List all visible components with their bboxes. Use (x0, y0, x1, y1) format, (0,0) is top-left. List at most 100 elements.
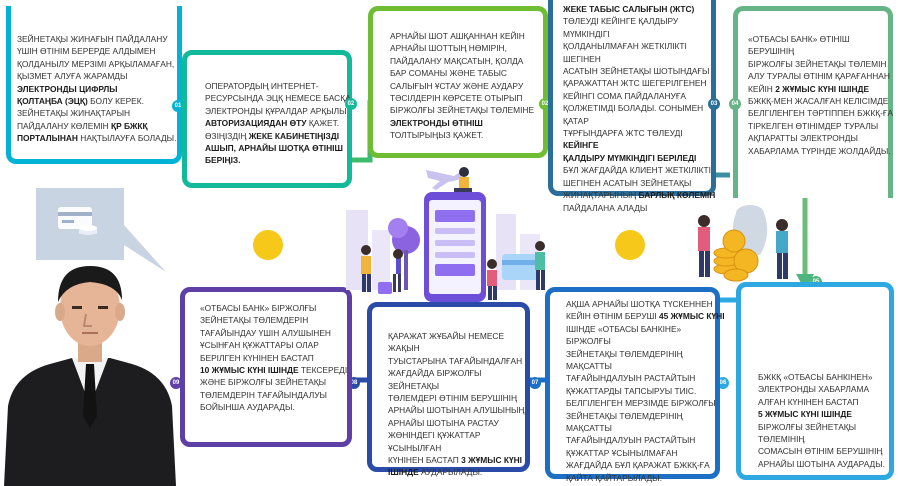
text-segment: ЭЛЕКТРОНДЫ ҚҰРАЛДАР АРҚЫЛЫ (205, 105, 347, 116)
text-segment: АСАТЫН ЗЕЙНЕТАҚЫ ШОТЫНДАҒЫ (563, 66, 710, 77)
step-text-line: ТУЫСТАРЫНА ТАҒАЙЫНДАЛҒАН (388, 355, 533, 367)
step-text-line: ҚАРАЖАТТАН ЖТС ШЕГЕРІЛГЕНЕН (563, 77, 718, 89)
step-text-line: ЗЕЙНЕТАҚЫ ТӨЛЕМДЕРІН (200, 314, 355, 326)
bold-text-segment: ЭЛЕКТРОНДЫ ЦИФРЛЫ (17, 83, 118, 94)
step-text-line: ТӨЛЕУДІ КЕЙІНГЕ ҚАЛДЫРУ МҮМКІНДІГІ (563, 15, 718, 40)
step-text-line: ЗЕЙНЕТАҚЫ ТӨЛЕМДЕРІНІҢ МАҚСАТТЫ (566, 348, 726, 373)
step-text-line: ЖӨНІНДЕГІ ҚҰЖАТТАР ҰСЫНЫЛҒАН (388, 429, 533, 454)
step-text-line: ШЕГІНЕН АСАТЫН ЗЕЙНЕТАҚЫ (563, 177, 718, 189)
step-text-line: БІРЖОЛҒЫ ЗЕЙНЕТАҚЫ ТӨЛЕМІНЕ (390, 104, 545, 116)
text-segment: ТАҒАЙЫНДАУ ҮШІН АЛУШЫНЕН (200, 327, 331, 338)
bold-text-segment: 3 ЖҰМЫС КҮНІ (461, 455, 523, 466)
mobile-app-illustration (346, 167, 545, 302)
text-segment: БОЛУ КЕРЕК. (87, 96, 144, 107)
text-segment: ЗЕЙНЕТАҚЫ ТӨЛЕМДЕРІНІҢ МАҚСАТТЫ (566, 410, 683, 434)
bold-text-segment: КЕЙІНГЕ (563, 140, 599, 151)
step-text-line: АРНАЙЫ ШОТЫНА АУДАРАДЫ. (758, 458, 893, 470)
step-text-line: ҰСЫНҒАН ҚҰЖАТТАРЫ ОЛАР (200, 339, 355, 351)
text-segment: ҚҰЖАТТАР ҰСЫНЫЛМАҒАН (566, 447, 678, 458)
yellow-circle-right (615, 230, 645, 260)
step-6-badge: 06 (717, 377, 729, 389)
text-segment: ҚОЛДАНЫЛУ МЕРЗІМІ АРҚЫЛАМАҒАН, (17, 58, 175, 69)
text-segment: ТӨЛЕМДЕРІН ТАҒАЙЫНДАЛУЫ (200, 389, 327, 400)
step-text-line: ЖЕКЕ ТАБЫС САЛЫҒЫН (ЖТС) (563, 3, 718, 15)
text-segment: ТӘСІЛДЕРІН КӨРСЕТЕ ОТЫРЫП (390, 93, 523, 104)
step-7-badge: 07 (529, 377, 541, 389)
step-text-line: ЖАҒДАЙДА БІРЖОЛҒЫ ЗЕЙНЕТАҚЫ (388, 367, 533, 392)
step-text-line: ЗЕЙНЕТАҚЫ ТӨЛЕМДЕРІНІҢ МАҚСАТТЫ (566, 410, 726, 435)
text-segment: ТӨЛЕУДІ КЕЙІНГЕ ҚАЛДЫРУ МҮМКІНДІГІ (563, 16, 679, 39)
text-segment: ХАБАРЛАМА ТҮРІНДЕ ЖОЛДАЙДЫ. (748, 145, 891, 156)
step-text-line: ТІРКЕЛГЕН ӨТІНІМДЕР ТУРАЛЫ (748, 120, 898, 132)
step-text-line: АРНАЙЫ ШОТ АШҚАННАН КЕЙІН (390, 30, 545, 42)
step-text-line: АҚША АРНАЙЫ ШОТҚА ТҮСКЕННЕН (566, 298, 726, 310)
text-segment: КЕЙІН (748, 83, 776, 94)
text-segment: БАР СОМАНЫ ЖӘНЕ ТАБЫС (390, 68, 507, 79)
step-text-line: АЛУ ТУРАЛЫ ӨТІНІМ ҚАРАҒАННАН (748, 70, 898, 82)
text-segment: АУДАРЫЛАДЫ. (418, 467, 483, 478)
step-text-line: АЛҒАН КҮНІНЕН БАСТАП (758, 396, 893, 408)
text-segment: ІШІНДЕ «ОТБАСЫ БАНКІНЕ» БІРЖОЛҒЫ (566, 323, 682, 347)
text-segment: ҰСЫНҒАН ҚҰЖАТТАРЫ ОЛАР (200, 340, 319, 351)
text-segment: СОМАСЫН ӨТІНІМ БЕРУШІНІҢ (758, 446, 883, 457)
step-text-line: ТӘСІЛДЕРІН КӨРСЕТЕ ОТЫРЫП (390, 92, 545, 104)
bold-text-segment: АШЫП, АРНАЙЫ ШОТҚА ӨТІНІШ (205, 143, 343, 154)
text-segment: НАҚТЫЛАУҒА БОЛАДЫ. (77, 133, 177, 144)
text-segment: ТАҒАЙЫНДАЛУЫН РАСТАЙТЫН (566, 435, 696, 446)
step-text-line: ПАЙДАЛАНА АЛАДЫ (563, 202, 718, 214)
step-text-line: ЭЛЕКТРОНДЫ ҚҰРАЛДАР АРҚЫЛЫ (205, 105, 355, 117)
text-segment: САЛЫҒЫН ҰСТАУ ЖӘНЕ АУДАРУ (390, 80, 524, 91)
step-2-badge: 02 (345, 98, 357, 110)
text-segment: ТОЛТЫРЫҢЫЗ ҚАЖЕТ. (390, 130, 484, 141)
step-text-line: ҚОЛДАНЫЛМАҒАН ЖЕТКІЛІКТІ ШЕГІНЕН (563, 40, 718, 65)
step-text-line: 5 ЖҰМЫС КҮНІ ІШІНДЕ (758, 408, 893, 420)
step-9-box (180, 287, 352, 447)
step-text-line: БЖКҚ «ОТБАСЫ БАНКІНЕН» (758, 371, 893, 383)
text-segment: ПАЙДАЛАНУ КӨЛЕМІН (17, 120, 111, 131)
step-text-line: СОМАСЫН ӨТІНІМ БЕРУШІНІҢ (758, 445, 893, 457)
step-text-line: ПОРТАЛЫНАН НАҚТЫЛАУҒА БОЛАДЫ. (17, 132, 177, 144)
text-segment: ПАЙДАЛАНУ МАҚСАТЫН, ҚОЛДА (390, 55, 524, 66)
step-text-line: БЕРІҢІЗ. (205, 154, 355, 166)
bold-text-segment: 10 ЖҰМЫС КҮНІ ІШІНДЕ (200, 365, 299, 376)
text-segment: «ОТБАСЫ БАНК» ӨТІНІШ БЕРУШІНІҢ (748, 34, 850, 57)
step-text-line: БЕЛГІЛЕНГЕН МЕРЗІМДЕ БІРЖОЛҒЫ (566, 397, 726, 409)
step-2-box (182, 50, 352, 188)
bold-text-segment: ҚАЛДЫРУ МҮМКІНДІГІ БЕРІЛЕДІ (563, 152, 697, 163)
step-1-badge: 01 (172, 100, 184, 112)
step-text-line: ТАҒАЙЫНДАУ ҮШІН АЛУШЫНЕН (200, 327, 355, 339)
text-segment: ТЕКСЕРЕДІ (298, 365, 348, 376)
text-segment: ШЕГІНЕН АСАТЫН ЗЕЙНЕТАҚЫ (563, 177, 692, 188)
step-text-line: ҚОЛЖЕТІМДІ БОЛАДЫ. СОНЫМЕН ҚАТАР (563, 102, 718, 127)
step-9-badge: 09 (170, 377, 182, 389)
step-text-line: ҚАЙТА ҚАЙТАРЫЛАДЫ. (566, 472, 726, 484)
text-segment: ҚОЛДАНЫЛМАҒАН ЖЕТКІЛІКТІ ШЕГІНЕН (563, 41, 687, 64)
step-8-box (367, 302, 530, 472)
text-segment: ҚАЙТА ҚАЙТАРЫЛАДЫ. (566, 472, 662, 483)
step-text-line: «ОТБАСЫ БАНК» ӨТІНІШ БЕРУШІНІҢ (748, 33, 898, 58)
step-text-line: КҮНІНЕН БАСТАП 3 ЖҰМЫС КҮНІ (388, 454, 533, 466)
step-text-line: БІРЖОЛҒЫ ЗЕЙНЕТАҚЫ ТӨЛЕМІНІҢ (758, 421, 893, 446)
text-segment: АРНАЙЫ ШОТЫНА РАСТАУ (388, 417, 499, 428)
text-segment: ТАҒАЙЫНДАЛУЫН РАСТАЙТЫН (566, 373, 696, 384)
bold-text-segment: ІШІНДЕ (388, 467, 419, 478)
step-text-line: САЛЫҒЫН ҰСТАУ ЖӘНЕ АУДАРУ (390, 80, 545, 92)
step-text-line: ҚОЛТАҢБА (ЭЦҚ) БОЛУ КЕРЕК. (17, 95, 177, 107)
step-text-line: БЕРІЛГЕН КҮНІНЕН БАСТАП (200, 352, 355, 364)
text-segment: КҮНІНЕН БАСТАП (388, 455, 462, 466)
text-segment: ПАЙДАЛАНА АЛАДЫ (563, 202, 648, 213)
step-6-text: БЖКҚ «ОТБАСЫ БАНКІНЕН»ЭЛЕКТРОНДЫ ХАБАРЛА… (758, 371, 893, 470)
step-text-line: КЕЙІН ӨТІНІМ БЕРУШІ 45 ЖҰМЫС КҮНІ (566, 310, 726, 322)
bold-text-segment: ҚОЛТАҢБА (ЭЦҚ) (17, 96, 88, 107)
text-segment: РЕСУРСЫНДА ЭЦҚ НЕМЕСЕ БАСҚА (205, 93, 351, 104)
text-segment: КЕЙІНГІ СОМА ПАЙДАЛАНУҒА (563, 90, 686, 101)
step-text-line: ЭЛЕКТРОНДЫ ӨТІНІШ (390, 117, 545, 129)
step-text-line: АҚПАРАТТЫ ЭЛЕКТРОНДЫ (748, 132, 898, 144)
text-segment: АРНАЙЫ ШОТ АШҚАННАН КЕЙІН (390, 31, 525, 41)
step-text-line: ҮШІН ӨТІНІМ БЕРЕРДЕ АЛДЫМЕН (17, 45, 177, 57)
plane-icon (426, 170, 464, 190)
step-text-line: АРНАЙЫ ШОТТЫҢ НӨМІРІН, (390, 42, 545, 54)
